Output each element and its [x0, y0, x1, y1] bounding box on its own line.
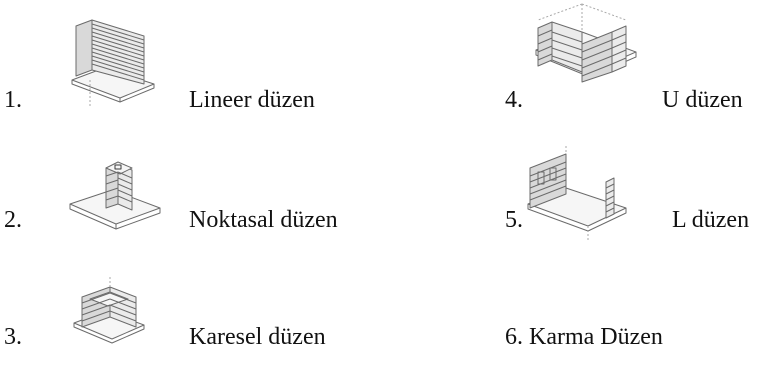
square-courtyard-sketch-icon: [73, 277, 145, 344]
item-4-number: 4.: [505, 87, 523, 113]
item-6-label: 6. Karma Düzen: [505, 323, 663, 351]
item-6-caption: Karma Düzen: [529, 324, 663, 350]
item-5-caption: L düzen: [672, 207, 750, 233]
item-4-caption: U düzen: [662, 87, 743, 113]
item-3-caption: Karesel düzen: [189, 324, 326, 350]
item-6-number: 6.: [505, 324, 523, 350]
item-2-number: 2.: [4, 207, 22, 233]
linear-block-sketch-icon: [71, 19, 155, 108]
point-tower-sketch-icon: [69, 161, 161, 230]
item-5-number: 5.: [505, 207, 523, 233]
item-2-caption: Noktasal düzen: [189, 207, 338, 233]
item-1-number: 1.: [4, 87, 22, 113]
l-shape-sketch-icon: [527, 146, 627, 240]
item-3-number: 3.: [4, 324, 22, 350]
item-1-caption: Lineer düzen: [189, 87, 315, 113]
u-shape-sketch-icon: [535, 3, 637, 83]
